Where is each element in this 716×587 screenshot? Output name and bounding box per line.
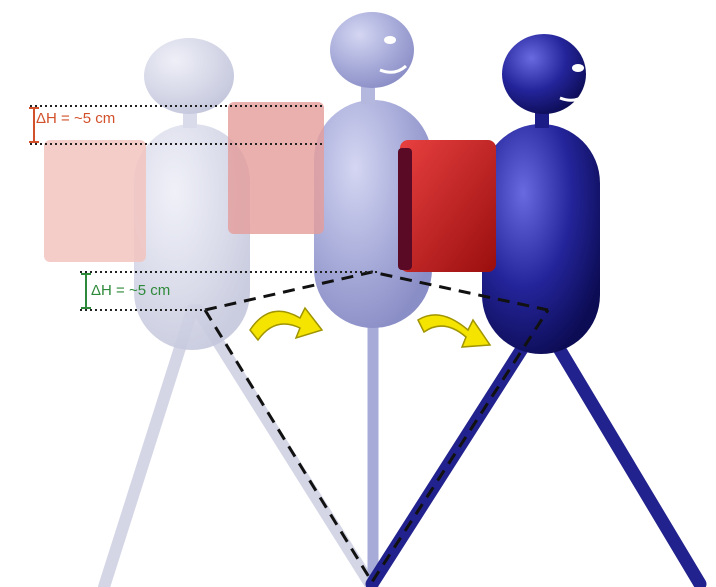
curved-arrow-icon	[417, 314, 492, 348]
mid-backpack	[228, 102, 324, 234]
end-eye	[572, 64, 584, 72]
start-leg-left	[98, 304, 198, 587]
stance-end-figure	[365, 34, 707, 587]
start-body	[134, 124, 250, 350]
end-smile	[559, 92, 589, 102]
hip-height-change-label: ΔH = ~5 cm	[91, 282, 171, 299]
stance-mid-figure	[228, 12, 432, 587]
leg-projection-dashed	[203, 309, 550, 585]
stance-start-figure	[44, 38, 378, 587]
mid-eye	[384, 36, 396, 44]
curved-arrow-icon	[249, 306, 324, 342]
end-head	[502, 34, 586, 114]
mid-smile	[379, 64, 408, 74]
end-body	[482, 124, 600, 354]
start-backpack	[44, 140, 146, 262]
start-leg-right	[192, 304, 378, 587]
start-head	[144, 38, 234, 114]
hip-height-guide	[80, 271, 378, 311]
end-leg-right	[541, 323, 707, 587]
mid-head	[330, 12, 414, 88]
backpack-height-guide	[29, 105, 322, 145]
end-backpack-side	[398, 148, 412, 270]
backpack-height-change-label: ΔH = ~5 cm	[36, 110, 116, 127]
end-backpack	[400, 140, 496, 272]
